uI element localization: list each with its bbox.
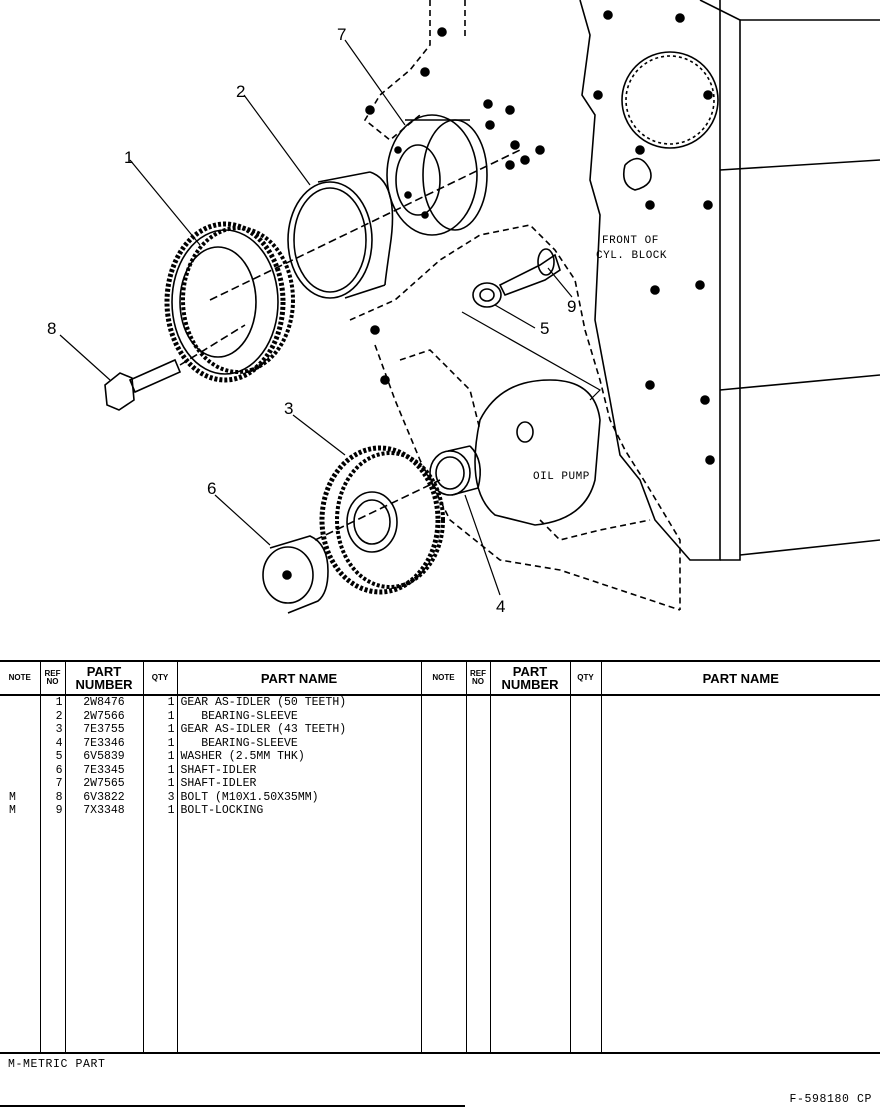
part-7-shaft-idler bbox=[386, 114, 488, 236]
note-column-2 bbox=[420, 695, 466, 1052]
front-of-label: FRONT OF bbox=[602, 235, 659, 247]
callout-8: 8 bbox=[47, 319, 56, 338]
oil-pump-label: OIL PUMP bbox=[533, 471, 590, 483]
part-5-washer bbox=[472, 282, 502, 308]
oil-pump bbox=[474, 379, 601, 526]
ref-column-2 bbox=[465, 695, 490, 1052]
callout-7: 7 bbox=[337, 25, 346, 44]
front-housing bbox=[349, 0, 681, 611]
qty-column-2 bbox=[569, 695, 601, 1052]
table-bottom-rule bbox=[0, 1052, 880, 1054]
callout-2: 2 bbox=[236, 82, 245, 101]
part-4-bearing-sleeve bbox=[429, 445, 481, 496]
header-part-name-2: PART NAME bbox=[600, 660, 880, 696]
header-part-name: PART NAME bbox=[176, 660, 421, 696]
callout-leaders bbox=[59, 39, 573, 596]
figure-id: F-598180 CP bbox=[789, 1093, 872, 1106]
metric-part-note: M-METRIC PART bbox=[8, 1058, 106, 1071]
part-number-column-2 bbox=[489, 695, 570, 1052]
callout-1: 1 bbox=[124, 148, 133, 167]
header-note-2: NOTE bbox=[420, 660, 466, 696]
header-qty-2: QTY bbox=[569, 660, 601, 696]
callout-5: 5 bbox=[540, 319, 549, 338]
part-9-bolt-locking bbox=[498, 248, 561, 297]
callout-9: 9 bbox=[567, 297, 576, 316]
callout-3: 3 bbox=[284, 399, 293, 418]
header-note: NOTE bbox=[0, 660, 40, 696]
cyl-block-label: CYL. BLOCK bbox=[596, 250, 667, 262]
cylinder-block bbox=[579, 0, 880, 561]
exploded-parts-diagram: 1 2 3 4 5 6 7 8 9 FRONT OF CYL. BLOCK OI… bbox=[47, 0, 880, 616]
header-qty: QTY bbox=[142, 660, 177, 696]
part-2-bearing-sleeve bbox=[287, 171, 394, 299]
part-6-shaft-idler bbox=[262, 535, 329, 614]
part-1-idler-gear bbox=[164, 221, 295, 383]
callout-6: 6 bbox=[207, 479, 216, 498]
callout-4: 4 bbox=[496, 597, 505, 616]
part-name-column-2 bbox=[600, 695, 880, 1052]
part-8-bolt bbox=[104, 324, 246, 411]
page-bottom-rule bbox=[0, 1105, 465, 1107]
